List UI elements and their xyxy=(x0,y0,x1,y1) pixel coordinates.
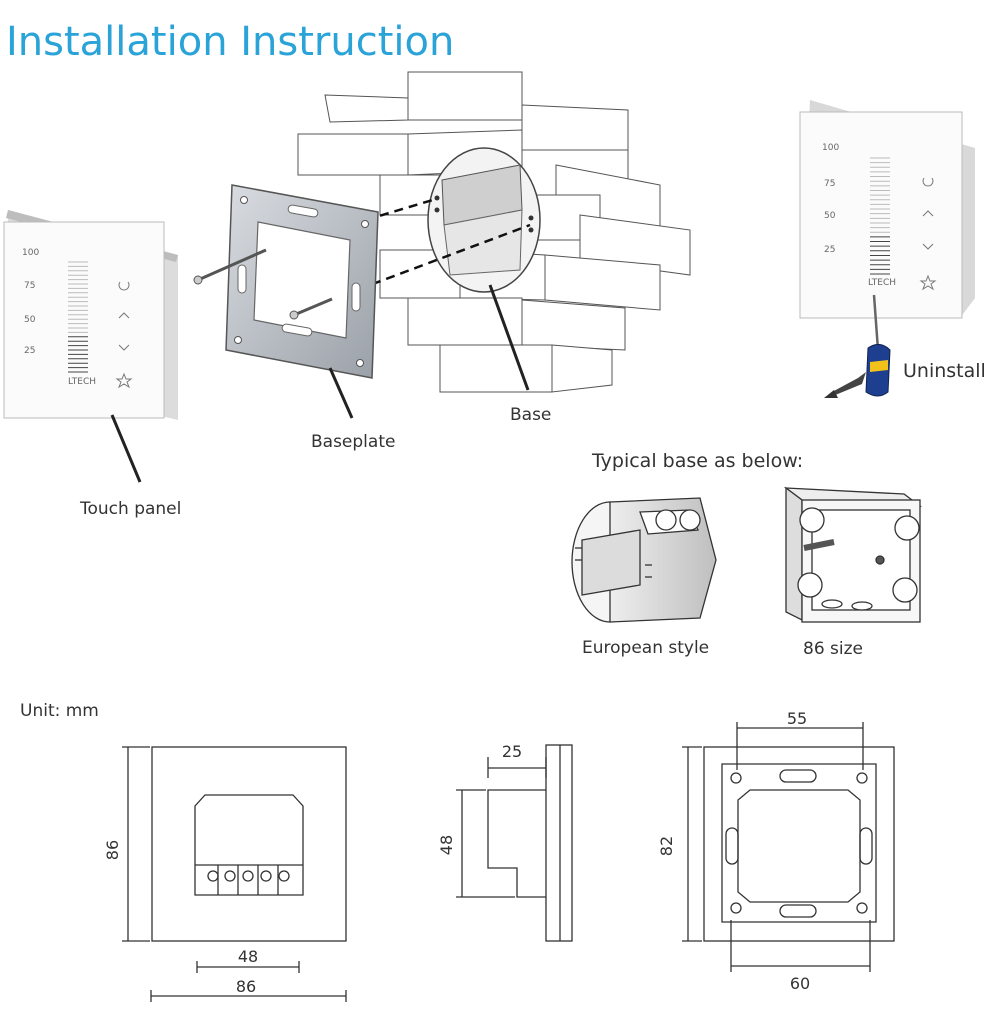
size-86-label: 86 size xyxy=(803,639,863,659)
plate-top-width-dim: 55 xyxy=(787,709,807,728)
base-leader-line xyxy=(488,284,530,391)
front-width-dim: 86 xyxy=(236,977,256,996)
level-50-label-right: 50 xyxy=(824,211,836,221)
base-round-box xyxy=(427,147,541,293)
european-style-box-icon xyxy=(571,497,717,623)
screw-head-icon xyxy=(193,275,203,285)
brand-label-right: LTECH xyxy=(868,278,896,288)
level-75-label-right: 75 xyxy=(824,179,835,189)
level-25-label-right: 25 xyxy=(824,245,835,255)
power-icon xyxy=(118,281,130,291)
up-chevron-icon xyxy=(118,312,130,319)
touch-panel-leader-line xyxy=(110,414,142,483)
screw-head-icon xyxy=(289,310,299,320)
brick-wall xyxy=(297,71,691,393)
level-100-label-right: 100 xyxy=(822,143,839,153)
baseplate-leader-line xyxy=(328,367,354,419)
star-icon xyxy=(115,372,133,389)
side-view-drawing xyxy=(456,744,573,942)
baseplate-label: Baseplate xyxy=(311,432,395,452)
side-height-dim: 48 xyxy=(437,835,456,855)
box-86-size-icon xyxy=(783,486,923,623)
level-100-label: 100 xyxy=(22,248,39,258)
plate-bottom-width-dim: 60 xyxy=(790,974,810,993)
up-chevron-icon xyxy=(922,210,934,217)
touch-panel-label: Touch panel xyxy=(79,499,181,519)
unit-label: Unit: mm xyxy=(20,701,99,721)
brightness-slider-right xyxy=(870,157,890,275)
star-icon xyxy=(919,274,937,291)
level-50-label: 50 xyxy=(24,315,36,325)
page-title: Installation Instruction xyxy=(6,19,454,65)
screws xyxy=(197,248,333,317)
down-chevron-icon xyxy=(118,344,130,351)
down-chevron-icon xyxy=(922,243,934,250)
side-depth-dim: 25 xyxy=(502,742,522,761)
baseplate xyxy=(225,184,379,379)
touch-panel-left: 100 75 50 25 LTECH xyxy=(3,210,178,420)
level-75-label: 75 xyxy=(24,281,35,291)
level-25-label: 25 xyxy=(24,346,35,356)
plate-height-dim: 82 xyxy=(657,836,676,856)
brand-label: LTECH xyxy=(68,377,96,387)
typical-base-heading: Typical base as below: xyxy=(591,450,803,472)
brightness-slider xyxy=(68,261,88,373)
front-inner-width-dim: 48 xyxy=(238,947,258,966)
base-label: Base xyxy=(510,405,551,425)
uninstall-label: Uninstall xyxy=(903,360,986,382)
european-style-label: European style xyxy=(582,638,709,658)
power-icon xyxy=(922,177,934,187)
touch-panel-right: 100 75 50 25 LTECH xyxy=(799,100,975,319)
front-height-dim: 86 xyxy=(103,840,122,860)
front-view-drawing xyxy=(122,746,347,1002)
screwdriver-icon xyxy=(824,294,891,398)
baseplate-drawing xyxy=(682,722,895,972)
